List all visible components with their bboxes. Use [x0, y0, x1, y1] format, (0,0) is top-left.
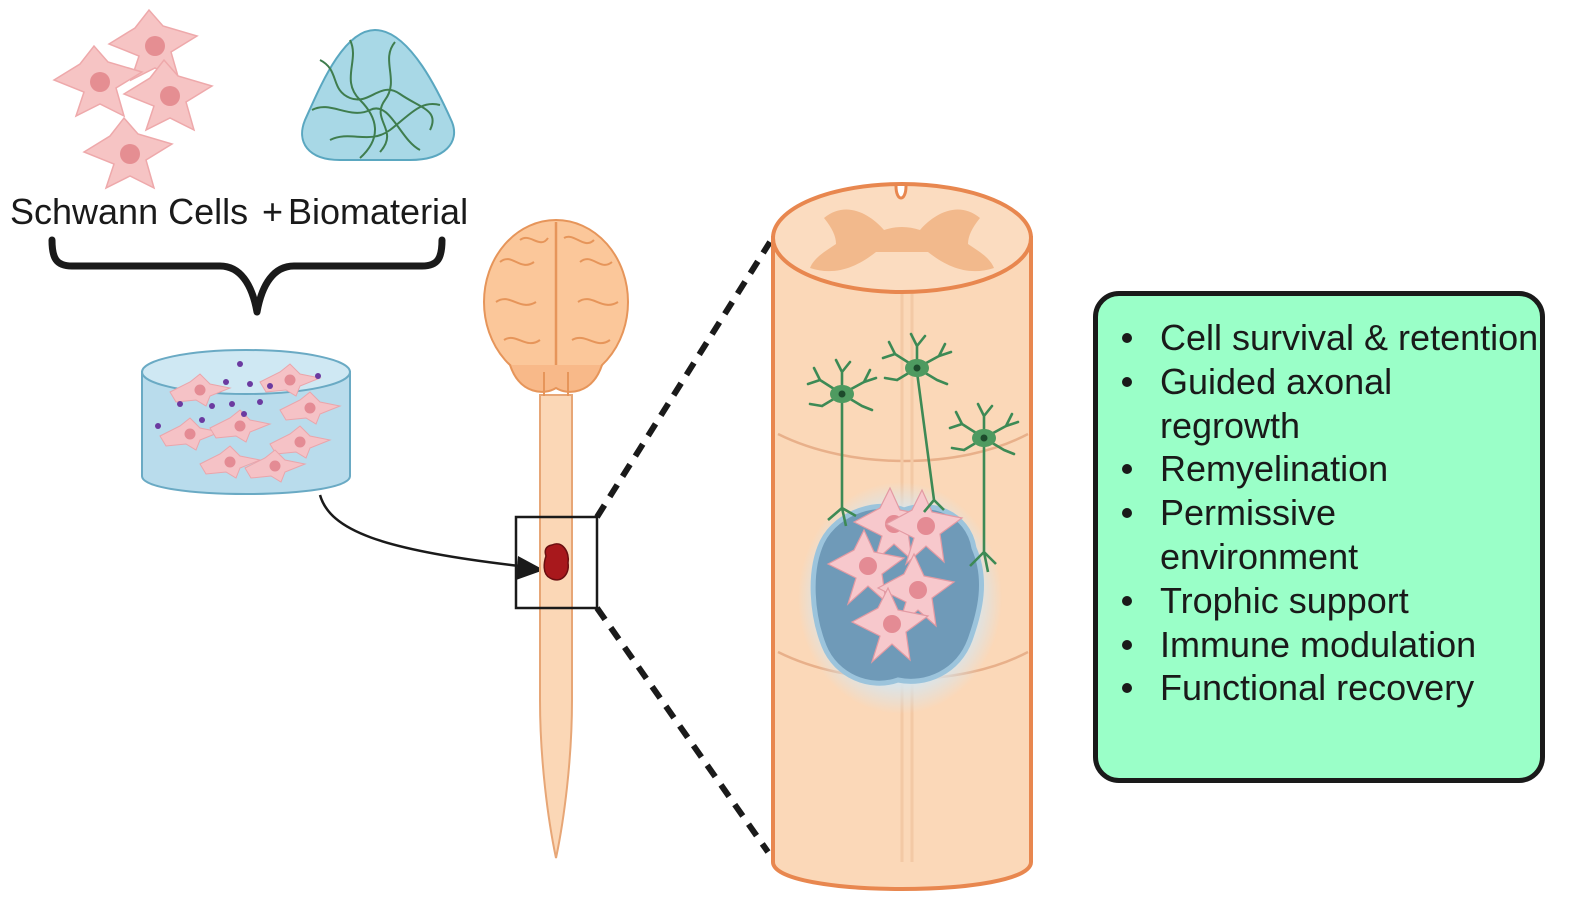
spinal-cord-section-icon — [771, 182, 1033, 891]
cell-laden-scaffold-icon — [141, 349, 351, 495]
delivery-arrow — [318, 494, 521, 568]
injury-site-icon — [514, 515, 599, 610]
plus-sign: + — [262, 191, 284, 232]
benefit-item: Trophic support — [1098, 579, 1540, 623]
benefit-item: Immune modulation — [1098, 623, 1540, 667]
benefit-item: Guided axonal regrowth — [1098, 360, 1540, 448]
schwann-cells-icon — [53, 9, 213, 189]
benefits-panel: Cell survival & retention Guided axonal … — [1093, 291, 1545, 783]
arrowhead-icon — [516, 556, 544, 580]
zoom-line-bottom — [594, 606, 771, 854]
brain-spinal-cord-icon — [483, 219, 629, 859]
benefit-item: Permissive environment — [1098, 491, 1540, 579]
schwann-cells-label: Schwann Cells — [10, 191, 249, 232]
biomaterial-label: Biomaterial — [288, 191, 469, 232]
curly-brace-icon — [48, 236, 446, 316]
benefit-item: Functional recovery — [1098, 666, 1540, 710]
biomaterial-hydrogel-icon — [301, 28, 455, 161]
benefits-list: Cell survival & retention Guided axonal … — [1098, 316, 1540, 710]
benefit-item: Cell survival & retention — [1098, 316, 1540, 360]
zoom-line-top — [594, 240, 773, 519]
benefit-item: Remyelination — [1098, 447, 1540, 491]
